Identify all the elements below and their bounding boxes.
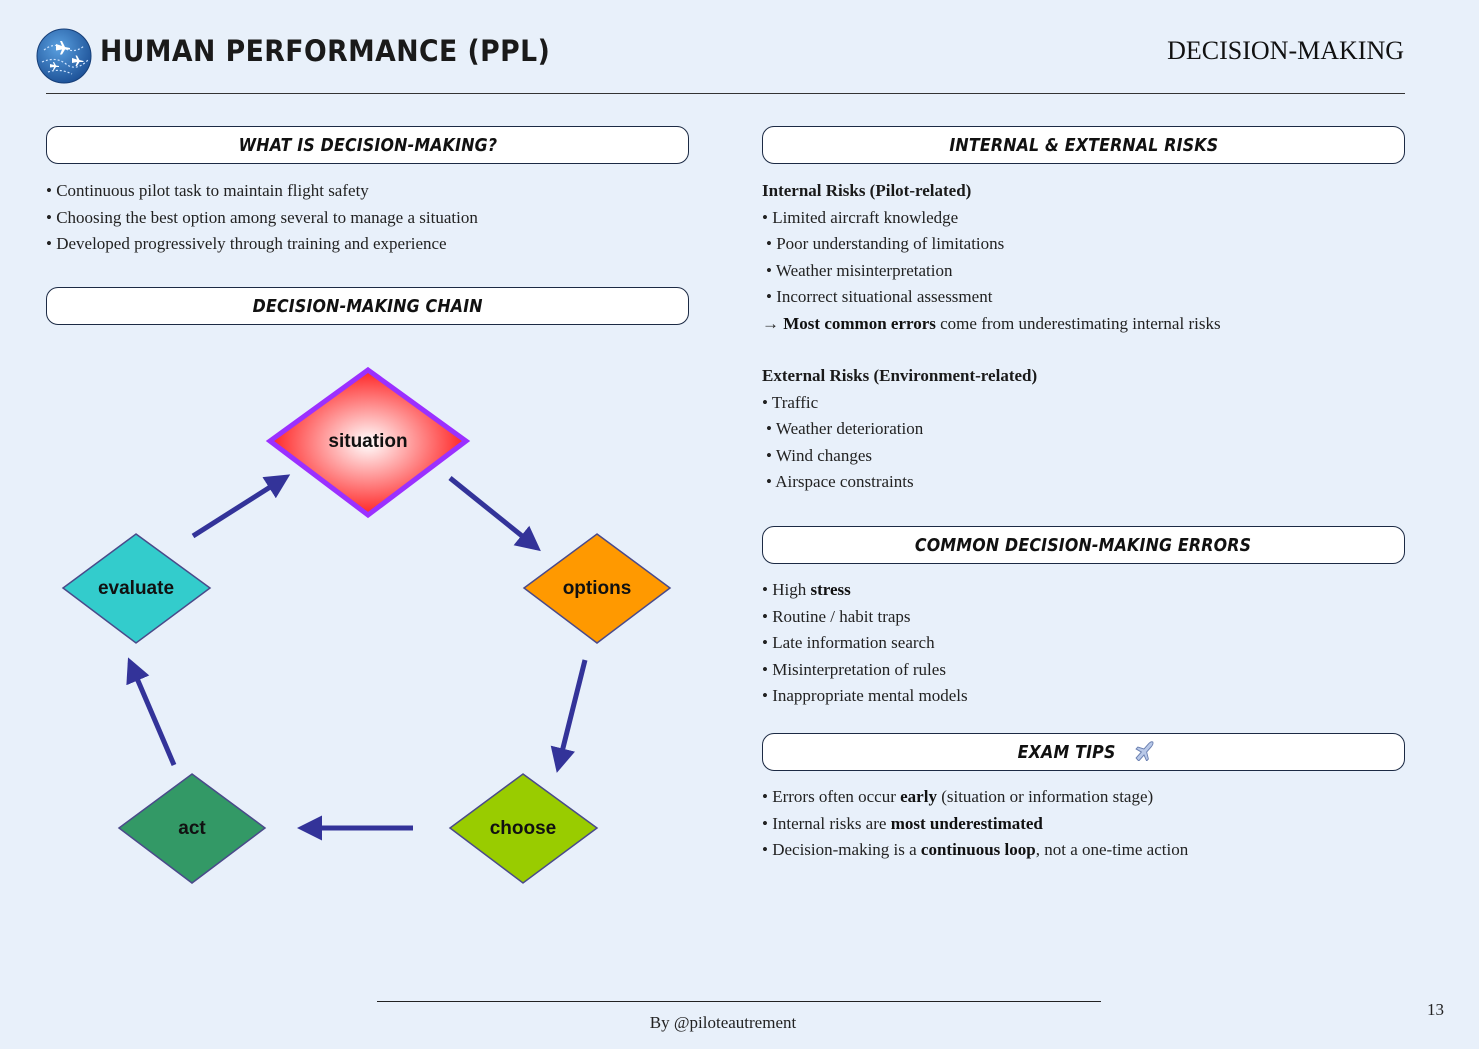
document-title: HUMAN PERFORMANCE (PPL)	[100, 34, 551, 68]
node-label-options: options	[563, 578, 632, 599]
list-item: • Routine / habit traps	[762, 606, 911, 626]
arrow-act-to-evaluate	[126, 657, 177, 766]
section-title: WHAT IS DECISION-MAKING?	[238, 134, 497, 156]
node-choose: choose	[448, 773, 599, 884]
list-item: • Inappropriate mental models	[762, 686, 968, 705]
list-item: • Traffic	[762, 392, 819, 412]
arrow-evaluate-to-situation	[191, 474, 291, 539]
section-title: COMMON DECISION-MAKING ERRORS	[915, 534, 1252, 556]
external-risks-list: External Risks (Environment-related) • T…	[762, 363, 1037, 496]
node-label-act: act	[178, 818, 206, 839]
list-item: • Choosing the best option among several…	[46, 207, 478, 227]
footer-credit: By @piloteautrement	[649, 1013, 797, 1032]
risks-note: → Most common errors come from underesti…	[762, 313, 1221, 333]
section-what-is-header: WHAT IS DECISION-MAKING?	[46, 126, 689, 164]
what-is-list: • Continuous pilot task to maintain flig…	[46, 178, 478, 258]
node-label-evaluate: evaluate	[98, 578, 174, 599]
list-item: • Errors often occur early (situation or…	[762, 787, 1154, 806]
section-title: INTERNAL & EXTERNAL RISKS	[948, 134, 1218, 156]
list-item: • Limited aircraft knowledge	[762, 207, 959, 227]
section-chain-header: DECISION-MAKING CHAIN	[46, 287, 689, 325]
node-evaluate: evaluate	[61, 533, 212, 644]
header-divider	[46, 93, 1405, 94]
list-item: • High stress	[762, 580, 851, 599]
list-item: • Internal risks are most underestimated	[762, 813, 1043, 833]
list-item: • Decision-making is a continuous loop, …	[762, 840, 1189, 859]
airplane-icon	[1134, 739, 1155, 766]
tips-list: • Errors often occur early (situation or…	[762, 784, 1188, 864]
list-item: • Late information search	[762, 633, 935, 652]
list-item: • Misinterpretation of rules	[762, 659, 946, 679]
section-title: DECISION-MAKING CHAIN	[252, 295, 483, 317]
page-number: 13	[1427, 1000, 1444, 1019]
list-item: • Weather misinterpretation	[766, 260, 953, 280]
node-label-situation: situation	[328, 431, 407, 452]
node-situation: situation	[265, 366, 471, 519]
section-errors-header: COMMON DECISION-MAKING ERRORS	[762, 526, 1405, 564]
arrow-situation-to-options	[448, 476, 541, 552]
footer-divider	[377, 1001, 1101, 1002]
external-risks-heading: External Risks (Environment-related)	[762, 366, 1038, 385]
errors-list: • High stress • Routine / habit traps • …	[762, 577, 968, 710]
node-act: act	[117, 773, 267, 884]
list-item: • Airspace constraints	[766, 472, 914, 491]
section-title: EXAM TIPS	[1017, 741, 1116, 763]
node-options: options	[522, 533, 672, 644]
logo-globe-icon	[36, 28, 92, 84]
list-item: • Developed progressively through traini…	[46, 234, 447, 253]
decision-chain-diagram: situation options choose act evaluate	[61, 366, 672, 884]
section-risks-header: INTERNAL & EXTERNAL RISKS	[762, 126, 1405, 164]
internal-risks-heading: Internal Risks (Pilot-related)	[762, 181, 972, 200]
section-tips-header: EXAM TIPS	[762, 733, 1405, 771]
list-item: • Weather deterioration	[766, 419, 924, 438]
list-item: • Poor understanding of limitations	[766, 234, 1005, 253]
arrow-options-to-choose	[550, 659, 588, 773]
internal-risks-list: Internal Risks (Pilot-related) • Limited…	[762, 178, 1221, 337]
list-item: • Incorrect situational assessment	[766, 287, 993, 306]
list-item: • Continuous pilot task to maintain flig…	[46, 181, 369, 200]
topic-title: DECISION-MAKING	[1167, 36, 1404, 65]
list-item: • Wind changes	[766, 445, 872, 465]
node-label-choose: choose	[490, 818, 557, 839]
